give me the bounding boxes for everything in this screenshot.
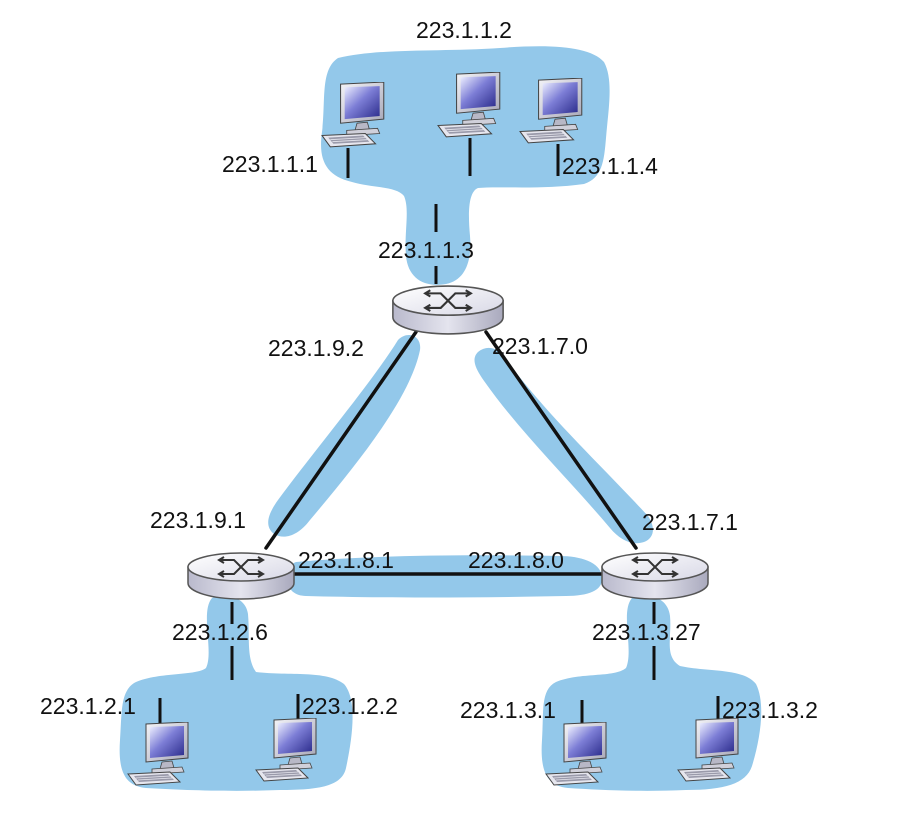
address-labels: 223.1.1.2 223.1.1.1 223.1.1.4 223.1.1.3 … — [40, 17, 818, 723]
address-label: 223.1.3.2 — [722, 697, 818, 723]
interface-stubs — [158, 138, 720, 728]
router-icon — [186, 551, 296, 601]
address-label: 223.1.1.3 — [378, 237, 474, 263]
link-top-right — [484, 330, 638, 550]
router-links — [264, 330, 638, 576]
address-label: 223.1.1.4 — [562, 153, 658, 179]
address-label: 223.1.1.1 — [222, 151, 318, 177]
subnet-highlights — [119, 46, 762, 791]
address-label: 223.1.3.27 — [592, 619, 701, 645]
address-label: 223.1.7.1 — [642, 509, 738, 535]
address-label: 223.1.9.2 — [268, 335, 364, 361]
address-label: 223.1.8.0 — [468, 547, 564, 573]
address-label: 223.1.9.1 — [150, 507, 246, 533]
address-label: 223.1.1.2 — [416, 17, 512, 43]
subnet-top-region — [321, 46, 610, 285]
link-region-bottom — [287, 555, 603, 598]
router-icon — [600, 551, 710, 601]
address-label: 223.1.2.6 — [172, 619, 268, 645]
link-top-left — [264, 330, 418, 550]
address-label: 223.1.2.1 — [40, 693, 136, 719]
router-icon — [391, 285, 505, 335]
address-label: 223.1.8.1 — [298, 547, 394, 573]
address-label: 223.1.3.1 — [460, 697, 556, 723]
address-label: 223.1.2.2 — [302, 693, 398, 719]
address-label: 223.1.7.0 — [492, 333, 588, 359]
